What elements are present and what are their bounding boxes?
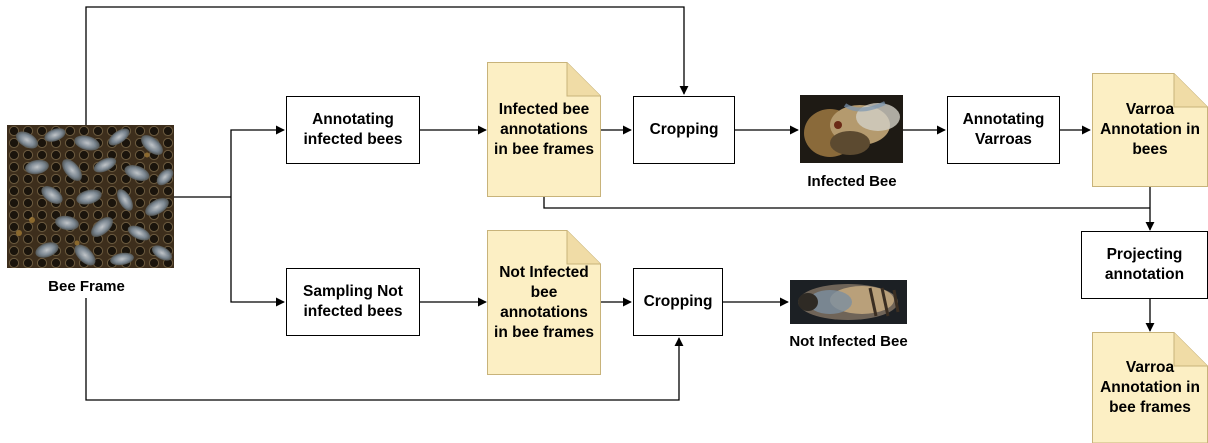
projecting-annotation-box: Projecting annotation: [1081, 231, 1208, 299]
infected-annotations-label: Infected bee annotations in bee frames: [494, 100, 594, 158]
infected-annotations-document: Infected bee annotations in bee frames: [487, 62, 601, 197]
annotating-infected-bees-label: Annotating infected bees: [303, 111, 403, 148]
varroa-bees-document: Varroa Annotation in bees: [1092, 73, 1208, 187]
not-infected-bee-image: [790, 280, 907, 324]
cropping-bottom-box: Cropping: [633, 268, 723, 336]
bee-frame-caption: Bee Frame: [40, 278, 133, 296]
cropping-top-label: Cropping: [649, 121, 719, 138]
varroa-bees-label: Varroa Annotation in bees: [1100, 101, 1200, 158]
edge-frame-to-cropping-top: [85, 6, 689, 125]
edge-frame-to-cropping-bottom: [85, 298, 684, 401]
annotating-varroas-box: Annotating Varroas: [947, 96, 1060, 164]
infected-bee-image: [800, 95, 903, 163]
sampling-not-infected-label: Sampling Not infected bees: [303, 283, 403, 320]
cropping-bottom-label: Cropping: [643, 293, 713, 310]
not-infected-bee-caption: Not Infected Bee: [779, 333, 918, 351]
varroa-frames-document: Varroa Annotation in bee frames: [1092, 332, 1208, 443]
not-infected-annotations-label: Not Infected bee annotations in bee fram…: [494, 263, 594, 341]
not-infected-annotations-document: Not Infected bee annotations in bee fram…: [487, 230, 601, 375]
edge-infected-doc-to-projecting: [543, 196, 1150, 209]
annotating-varroas-label: Annotating Varroas: [962, 111, 1045, 148]
edge-split-to-annotating: [230, 125, 285, 197]
edge-split-to-sampling: [230, 197, 285, 307]
bee-frame-image: [7, 125, 174, 268]
projecting-annotation-label: Projecting annotation: [1104, 246, 1185, 283]
annotating-infected-bees-box: Annotating infected bees: [286, 96, 420, 164]
cropping-top-box: Cropping: [633, 96, 735, 164]
varroa-frames-label: Varroa Annotation in bee frames: [1100, 358, 1200, 416]
infected-bee-caption: Infected Bee: [799, 173, 905, 191]
sampling-not-infected-box: Sampling Not infected bees: [286, 268, 420, 336]
